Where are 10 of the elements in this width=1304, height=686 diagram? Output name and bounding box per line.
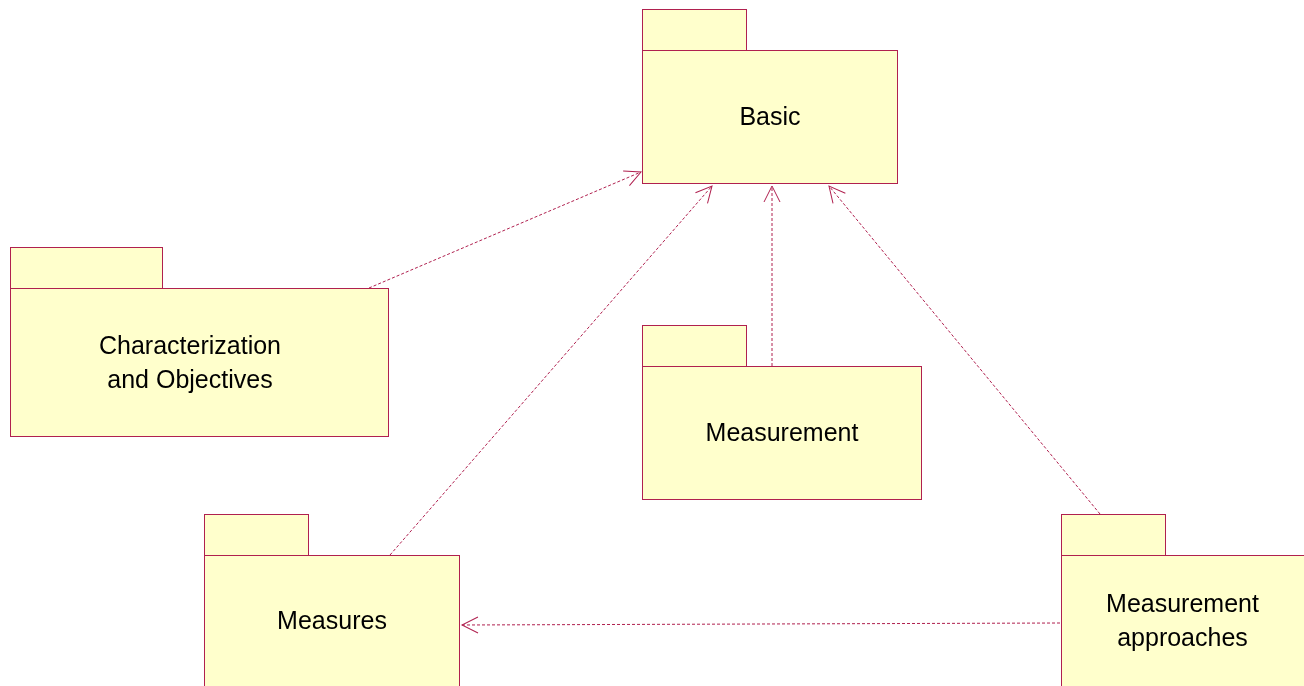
dependency-arrow: [828, 185, 1101, 515]
package-name: Measurement: [705, 417, 859, 449]
package-name: Measures: [277, 604, 387, 636]
package-name: Characterization and Objectives: [98, 329, 282, 395]
dependency-arrow: [368, 170, 642, 289]
package-name: Measurement approaches: [1105, 587, 1260, 653]
dependency-arrow: [461, 616, 1061, 634]
package-name: Basic: [739, 101, 801, 133]
dependency-arrow: [389, 185, 713, 556]
dependency-arrow: [763, 185, 781, 367]
